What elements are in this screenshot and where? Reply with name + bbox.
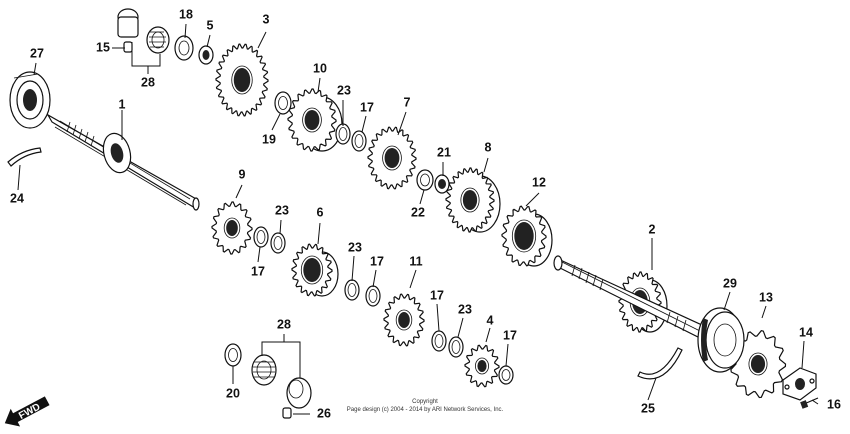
- washer-20: [224, 343, 242, 367]
- label-1: 1: [119, 97, 126, 111]
- label-23-upper: 23: [337, 83, 351, 97]
- gear-9: [211, 201, 253, 255]
- gear-7: [367, 126, 417, 190]
- fixing-plate-14: [782, 367, 817, 401]
- label-23-right: 23: [458, 302, 472, 316]
- washer-18: [174, 35, 194, 61]
- label-5: 5: [207, 18, 214, 32]
- label-17-upper: 17: [360, 100, 374, 114]
- label-25: 25: [641, 401, 655, 415]
- label-27: 27: [30, 46, 44, 60]
- bearing-27: [9, 71, 51, 129]
- label-26: 26: [317, 406, 331, 420]
- label-14: 14: [799, 325, 813, 339]
- washer-17-right-a: [431, 330, 447, 352]
- label-17-right-b: 17: [503, 328, 517, 342]
- needle-bearing-28-bottom: [251, 354, 312, 409]
- gear-10: [287, 88, 343, 152]
- washer-22: [416, 169, 434, 191]
- label-3: 3: [263, 12, 270, 26]
- gear-4: [464, 344, 500, 388]
- oil-seal-29: [697, 307, 745, 373]
- label-19: 19: [262, 132, 276, 146]
- circlip-23-upper: [335, 123, 351, 145]
- label-17-left: 17: [251, 264, 265, 278]
- fwd-arrow: FWD: [4, 396, 50, 427]
- washer-17-right-b: [498, 365, 514, 385]
- gear-8: [445, 167, 501, 233]
- circlip-23-left: [270, 232, 286, 254]
- copyright-line-2: Page design (c) 2004 - 2014 by ARI Netwo…: [347, 407, 504, 413]
- gears-layer: [211, 43, 787, 399]
- label-21: 21: [437, 145, 451, 159]
- bushing-5: [198, 45, 214, 65]
- leader-lines: [17, 23, 819, 415]
- label-12: 12: [532, 175, 546, 189]
- countershaft-1: [46, 113, 200, 211]
- label-20: 20: [226, 386, 240, 400]
- copyright-line-1: Copyright: [412, 399, 438, 405]
- washer-17-upper: [351, 130, 367, 152]
- label-11: 11: [409, 254, 422, 268]
- label-15: 15: [96, 40, 110, 54]
- label-13: 13: [759, 290, 773, 304]
- label-28-top: 28: [141, 75, 155, 89]
- label-28-bottom: 28: [277, 317, 291, 331]
- label-2: 2: [649, 222, 656, 236]
- label-10: 10: [313, 61, 327, 75]
- label-24: 24: [10, 191, 24, 205]
- label-17-right-a: 17: [430, 288, 444, 302]
- part-labels: 1 2 3 4 5 6 7 8 9 10 11 12 13 14 15 16 1…: [10, 7, 841, 420]
- bolt-16: [800, 397, 819, 409]
- label-29: 29: [723, 276, 737, 290]
- circlip-25: [637, 347, 683, 380]
- washer-17-left: [253, 226, 269, 248]
- label-22: 22: [411, 205, 425, 219]
- circlip-23-right: [448, 336, 464, 358]
- circlip-23-mid: [344, 279, 360, 301]
- label-4: 4: [487, 313, 494, 327]
- circlip-24: [7, 147, 42, 167]
- dowel-26: [282, 407, 292, 419]
- label-16: 16: [827, 397, 841, 411]
- gear-6: [291, 243, 339, 297]
- label-7: 7: [404, 95, 411, 109]
- label-23-left: 23: [275, 203, 289, 217]
- gear-3: [215, 43, 269, 117]
- label-9: 9: [239, 167, 246, 181]
- needle-bearing-28-top: [117, 8, 170, 54]
- label-8: 8: [485, 140, 492, 154]
- label-23-mid: 23: [348, 240, 362, 254]
- gear-11: [383, 293, 425, 347]
- fwd-label: FWD: [17, 402, 42, 422]
- copyright-notice: Copyright Page design (c) 2004 - 2014 by…: [347, 399, 504, 413]
- washer-17-mid: [365, 285, 381, 307]
- gear-12-dog: [501, 205, 553, 267]
- bushing-21: [434, 174, 450, 194]
- label-18: 18: [179, 7, 193, 21]
- label-6: 6: [317, 205, 324, 219]
- washer-19: [274, 91, 292, 115]
- label-17-mid: 17: [370, 254, 384, 268]
